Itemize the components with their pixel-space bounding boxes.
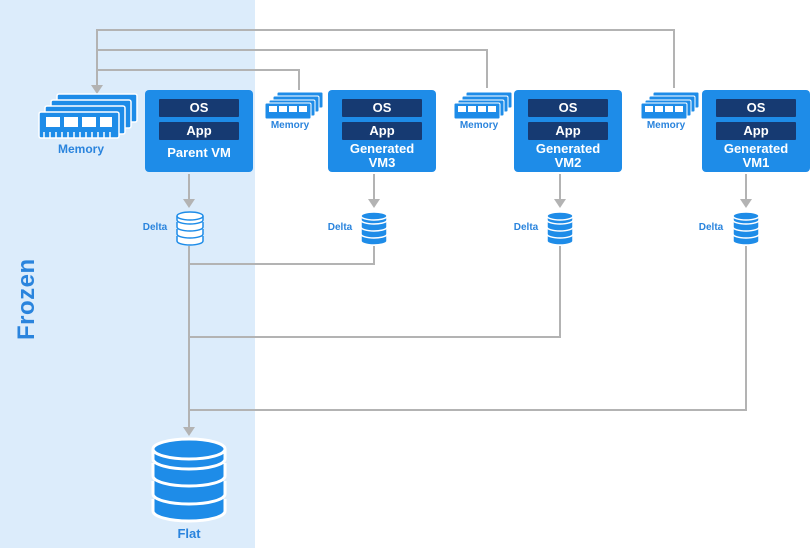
generated-vm1-box: OS App Generated VM1 <box>702 90 810 172</box>
os-label: OS <box>342 99 422 117</box>
delta-label-vm3: Delta <box>327 222 353 233</box>
os-label: OS <box>528 99 608 117</box>
database-icon <box>731 210 761 246</box>
vm3-delta-link <box>189 246 375 265</box>
parent-vm-box: OS App Parent VM <box>145 90 253 172</box>
arrow-parent-delta <box>183 199 195 208</box>
arrow-flat <box>183 427 195 436</box>
generated-vm2-box: OS App Generated VM2 <box>514 90 622 172</box>
database-icon <box>359 210 389 246</box>
vm-name: Generated VM2 <box>535 141 601 170</box>
delta-label-parent: Delta <box>142 222 168 233</box>
delta-label-vm2: Delta <box>513 222 539 233</box>
os-label: OS <box>159 99 239 117</box>
vm2-delta-link <box>189 246 561 338</box>
memory-label-vm1: Memory <box>646 120 686 131</box>
delta-label-vm1: Delta <box>698 222 724 233</box>
os-label: OS <box>716 99 796 117</box>
memory-icon <box>453 91 515 121</box>
database-icon <box>545 210 575 246</box>
memory-icon <box>264 91 326 121</box>
flat-label: Flat <box>177 526 201 541</box>
generated-vm3-box: OS App Generated VM3 <box>328 90 436 172</box>
memory-label-parent: Memory <box>57 142 104 156</box>
arrow-vm3-delta <box>368 199 380 208</box>
arrow-vm1-delta <box>740 199 752 208</box>
return-line-vm1 <box>96 29 675 88</box>
memory-icon <box>36 92 144 140</box>
arrow-parent-memory <box>91 85 103 94</box>
vm1-delta-link <box>189 246 747 411</box>
vm-name: Parent VM <box>167 145 231 160</box>
app-label: App <box>342 122 422 140</box>
return-line-vm3 <box>97 69 300 90</box>
vm-name: Generated VM1 <box>723 141 789 170</box>
return-line-vm2 <box>97 49 488 88</box>
memory-label-vm2: Memory <box>459 120 499 131</box>
app-label: App <box>159 122 239 140</box>
database-icon <box>175 210 205 246</box>
app-label: App <box>528 122 608 140</box>
arrow-vm2-delta <box>554 199 566 208</box>
memory-label-vm3: Memory <box>270 120 310 131</box>
app-label: App <box>716 122 796 140</box>
database-icon <box>150 437 228 523</box>
vm-name: Generated VM3 <box>349 141 415 170</box>
memory-icon <box>640 91 702 121</box>
